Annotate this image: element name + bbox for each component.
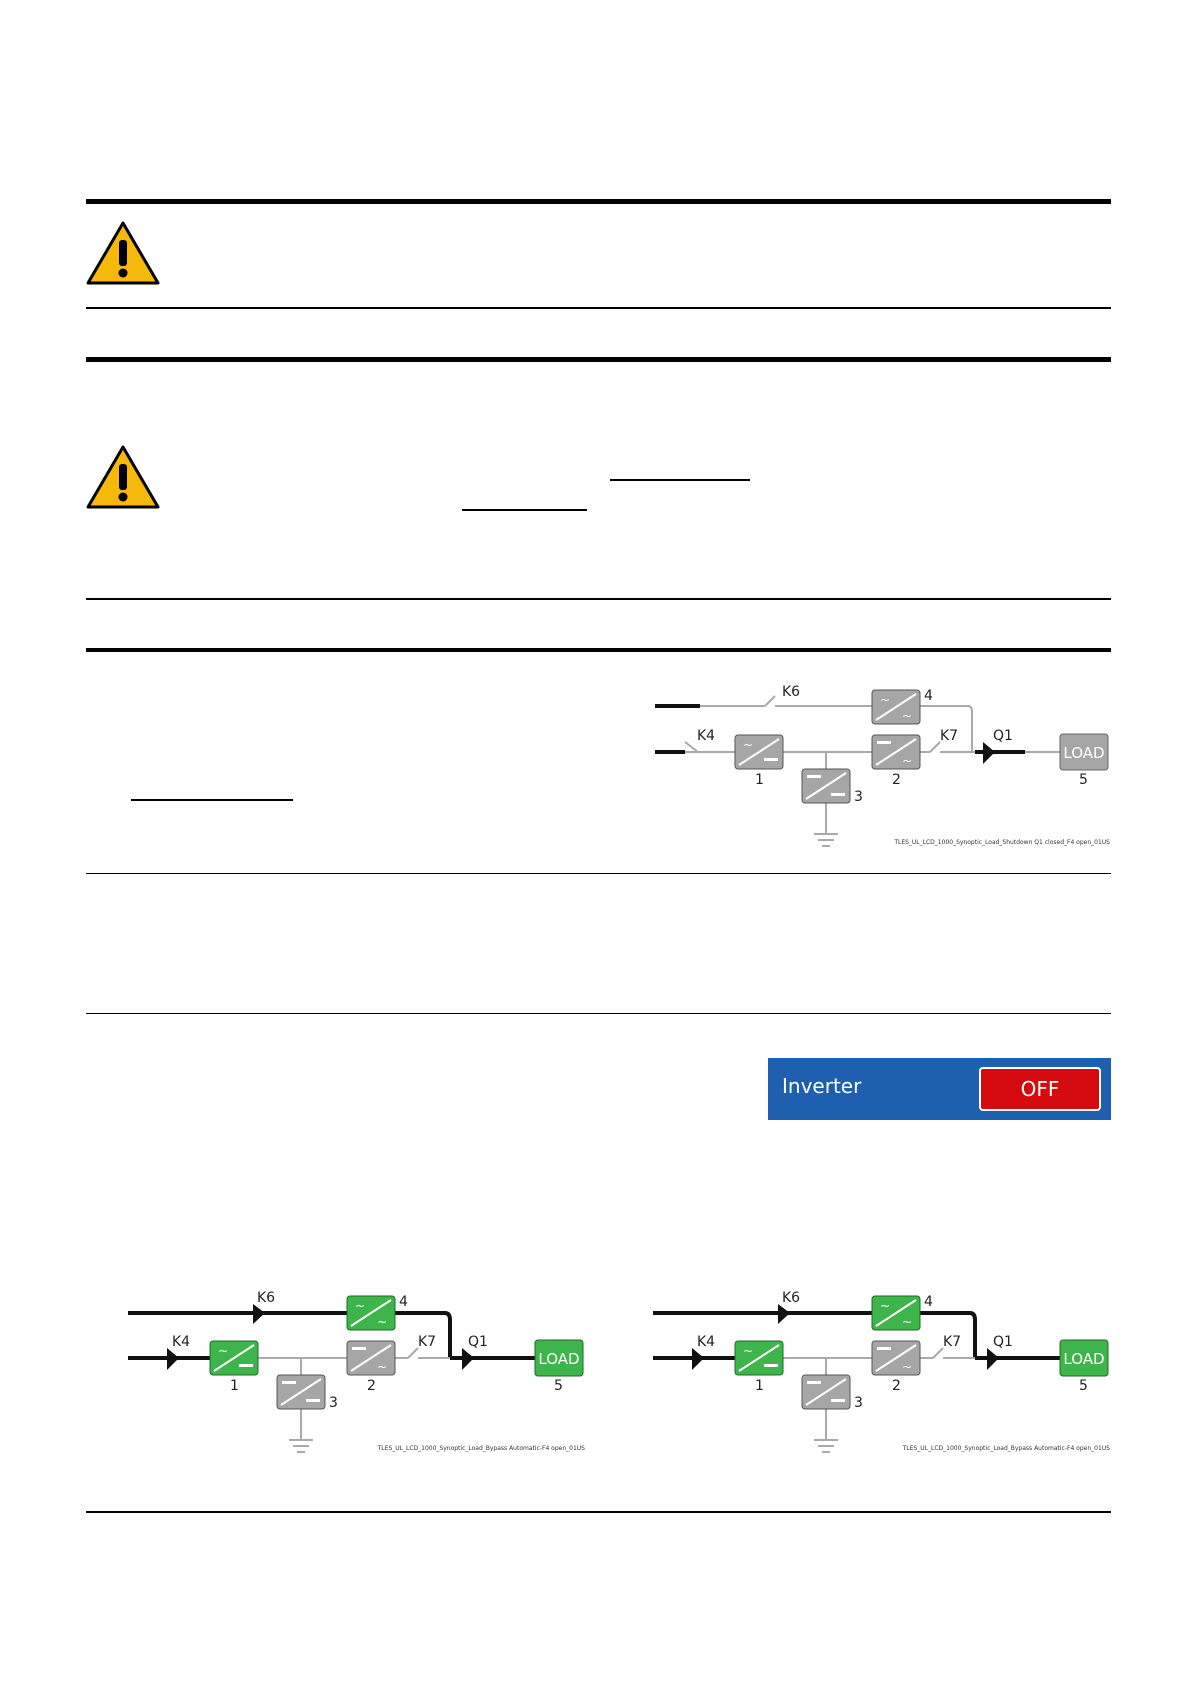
synoptic-diagram-shutdown: ~ ~ ~ ~ LOAD K6 4 K4 K7 Q1 1 2 3 5 TLES_… (655, 684, 1110, 847)
load-label: LOAD (1063, 1350, 1104, 1368)
inverter-label: Inverter (782, 1074, 862, 1098)
converter-2: ~ (346, 1340, 396, 1376)
n5-label: 5 (554, 1378, 563, 1394)
svg-text:~: ~ (743, 1344, 753, 1358)
n2-label: 2 (367, 1378, 376, 1394)
n5-label: 5 (1079, 1378, 1088, 1394)
svg-text:~: ~ (902, 709, 912, 723)
n1-label: 1 (755, 1378, 764, 1394)
q1-label: Q1 (993, 1334, 1013, 1350)
q1-label: Q1 (468, 1334, 488, 1350)
converter-1: ~ (734, 734, 784, 770)
k6-label: K6 (782, 1290, 800, 1306)
converter-4: ~ ~ (871, 689, 921, 725)
rule-thin (86, 1511, 1111, 1513)
svg-text:~: ~ (743, 738, 753, 752)
k6-label: K6 (257, 1290, 275, 1306)
n3-label: 3 (329, 1395, 338, 1411)
n3-label: 3 (854, 1395, 863, 1411)
svg-text:~: ~ (218, 1344, 228, 1358)
converter-3 (801, 1374, 851, 1410)
link-underline[interactable] (131, 799, 293, 801)
load-label: LOAD (1063, 744, 1104, 762)
converter-4: ~ ~ (346, 1295, 396, 1331)
k6-label: K6 (782, 684, 800, 700)
k7-label: K7 (940, 728, 958, 744)
converter-3 (276, 1374, 326, 1410)
k4-label: K4 (172, 1334, 190, 1350)
inverter-status-panel: Inverter OFF (768, 1058, 1111, 1120)
warning-triangle-icon (86, 221, 160, 285)
n2-label: 2 (892, 1378, 901, 1394)
svg-text:~: ~ (902, 1315, 912, 1329)
load-box: LOAD (534, 1339, 584, 1377)
n1-label: 1 (230, 1378, 239, 1394)
load-label: LOAD (538, 1350, 579, 1368)
svg-text:~: ~ (355, 1299, 365, 1313)
q1-label: Q1 (993, 728, 1013, 744)
converter-4: ~ ~ (871, 1295, 921, 1331)
synoptic-diagram-bypass-right: ~ ~ ~ ~ LOAD K6 4 K4 K7 Q1 1 2 3 5 TLES_… (653, 1290, 1111, 1453)
n4-label: 4 (924, 1294, 933, 1310)
converter-2: ~ (871, 1340, 921, 1376)
svg-text:~: ~ (902, 1360, 912, 1374)
converter-3 (801, 768, 851, 804)
rule-top-thick (86, 199, 1111, 204)
svg-text:~: ~ (902, 754, 912, 768)
k7-label: K7 (418, 1334, 436, 1350)
warning-triangle-icon (86, 445, 160, 509)
rule-thin (86, 1013, 1111, 1014)
svg-text:~: ~ (880, 1299, 890, 1313)
n4-label: 4 (924, 688, 933, 704)
load-box: LOAD (1059, 1339, 1109, 1377)
link-underline[interactable] (610, 479, 750, 481)
svg-text:~: ~ (377, 1315, 387, 1329)
inverter-off-button[interactable]: OFF (979, 1067, 1101, 1111)
n2-label: 2 (892, 772, 901, 788)
load-box: LOAD (1059, 733, 1109, 771)
svg-text:~: ~ (377, 1360, 387, 1374)
n1-label: 1 (755, 772, 764, 788)
rule-thin (86, 307, 1111, 309)
converter-1: ~ (734, 1340, 784, 1376)
n4-label: 4 (399, 1294, 408, 1310)
svg-text:~: ~ (880, 693, 890, 707)
converter-1: ~ (209, 1340, 259, 1376)
k4-label: K4 (697, 1334, 715, 1350)
n5-label: 5 (1079, 772, 1088, 788)
rule-thin (86, 598, 1111, 600)
k7-label: K7 (943, 1334, 961, 1350)
figure-caption: TLES_UL_LCD_1000_Synoptic_Load_Bypass Au… (377, 1445, 586, 1452)
figure-caption: TLES_UL_LCD_1000_Synoptic_Load_Shutdown … (893, 839, 1110, 846)
rule-thick (86, 357, 1111, 362)
figure-caption: TLES_UL_LCD_1000_Synoptic_Load_Bypass Au… (902, 1445, 1111, 1452)
k4-label: K4 (697, 728, 715, 744)
converter-2: ~ (871, 734, 921, 770)
synoptic-diagram-bypass-left: ~ ~ ~ ~ LOAD K6 4 K4 K7 Q1 1 2 3 5 TLES_… (128, 1290, 586, 1453)
rule-thick (86, 648, 1111, 652)
rule-thin (86, 873, 1111, 874)
link-underline[interactable] (462, 509, 587, 511)
n3-label: 3 (854, 789, 863, 805)
